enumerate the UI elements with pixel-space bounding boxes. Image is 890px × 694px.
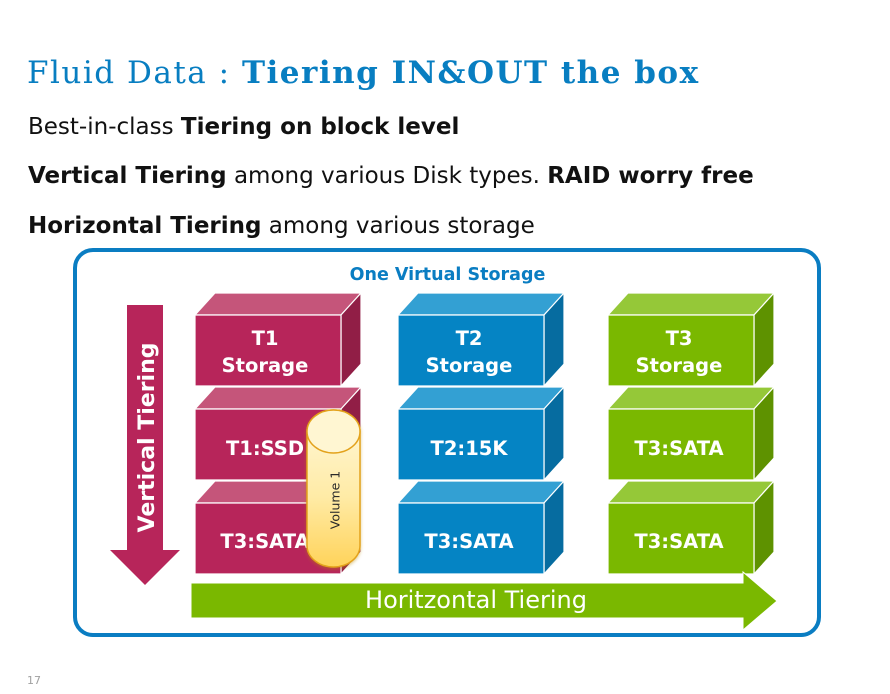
- bullet-text: among various storage: [261, 213, 535, 239]
- storage-block-t2-sata: T3:SATA: [397, 480, 565, 575]
- down-arrow-icon: [110, 305, 180, 585]
- block-label: T1:SSD: [226, 437, 304, 460]
- block-top-face: [607, 292, 775, 316]
- block-front-face: [607, 314, 755, 387]
- block-label-line-1: T1: [252, 327, 279, 350]
- storage-block-t3-sata-1: T3:SATA: [607, 386, 775, 481]
- slide-title: Fluid Data : Tiering IN&OUT the box: [27, 58, 700, 89]
- block-label: T3:SATA: [634, 437, 723, 460]
- vertical-arrow-label: Vertical Tiering: [135, 342, 160, 532]
- volume-label: Volume 1: [328, 471, 343, 529]
- container-label: One Virtual Storage: [350, 265, 546, 285]
- block-label: T3:SATA: [634, 530, 723, 553]
- right-arrow-icon: [190, 570, 778, 632]
- block-label-line-1: T2: [456, 327, 483, 350]
- block-top-face: [194, 386, 362, 410]
- block-top-face: [607, 480, 775, 504]
- horizontal-tiering-arrow: Horitzontal Tiering: [190, 570, 778, 632]
- storage-block-t3-storage: T3 Storage: [607, 292, 775, 387]
- block-label-line-2: Storage: [426, 354, 513, 377]
- horizontal-arrow-label: Horitzontal Tiering: [365, 586, 587, 614]
- volume-1-cylinder: Volume 1: [306, 409, 361, 568]
- block-label-line-1: T3: [666, 327, 693, 350]
- bullet-line-block-tiering: Best-in-class Tiering on block level: [28, 116, 459, 139]
- virtual-storage-diagram: One Virtual Storage Vertical Tiering T1 …: [73, 248, 821, 637]
- block-label: T3:SATA: [220, 530, 309, 553]
- block-front-face: [397, 502, 545, 575]
- block-top-face: [397, 292, 565, 316]
- block-front-face: [397, 314, 545, 387]
- page-number: 17: [27, 674, 41, 687]
- tier-column-t3: T3 Storage T3:SATA T3:SATA: [607, 292, 775, 575]
- one-virtual-storage-container: [73, 248, 821, 637]
- block-front-face: [194, 314, 342, 387]
- bullet-emphasis: RAID worry free: [547, 163, 754, 189]
- block-label: T3:SATA: [424, 530, 513, 553]
- block-front-face: [607, 502, 755, 575]
- block-top-face: [397, 480, 565, 504]
- block-front-face: [397, 408, 545, 481]
- bullet-emphasis: Horizontal Tiering: [28, 213, 262, 239]
- bullet-emphasis: Vertical Tiering: [28, 163, 227, 189]
- block-top-face: [607, 386, 775, 410]
- title-prefix: Fluid Data :: [27, 55, 242, 91]
- storage-block-t3-sata-2: T3:SATA: [607, 480, 775, 575]
- block-top-face: [194, 292, 362, 316]
- vertical-tiering-arrow: Vertical Tiering: [110, 305, 180, 585]
- block-label-line-2: Storage: [222, 354, 309, 377]
- bullet-line-vertical-tiering: Vertical Tiering among various Disk type…: [28, 165, 754, 188]
- bullet-text: Best-in-class: [28, 114, 181, 140]
- block-front-face: [607, 408, 755, 481]
- volume-cylinder-shape: [306, 409, 361, 568]
- block-label-line-2: Storage: [636, 354, 723, 377]
- bullet-text: among various Disk types.: [226, 163, 548, 189]
- volume-top-cap: [306, 409, 361, 454]
- bullet-line-horizontal-tiering: Horizontal Tiering among various storage: [28, 215, 535, 238]
- storage-block-t1-storage: T1 Storage: [194, 292, 362, 387]
- storage-block-t2-15k: T2:15K: [397, 386, 565, 481]
- block-label: T2:15K: [431, 437, 509, 460]
- title-emphasis: Tiering IN&OUT the box: [241, 55, 700, 91]
- storage-block-t2-storage: T2 Storage: [397, 292, 565, 387]
- tier-column-t2: T2 Storage T2:15K T3:SATA: [397, 292, 565, 575]
- bullet-emphasis: Tiering on block level: [180, 114, 460, 140]
- block-top-face: [397, 386, 565, 410]
